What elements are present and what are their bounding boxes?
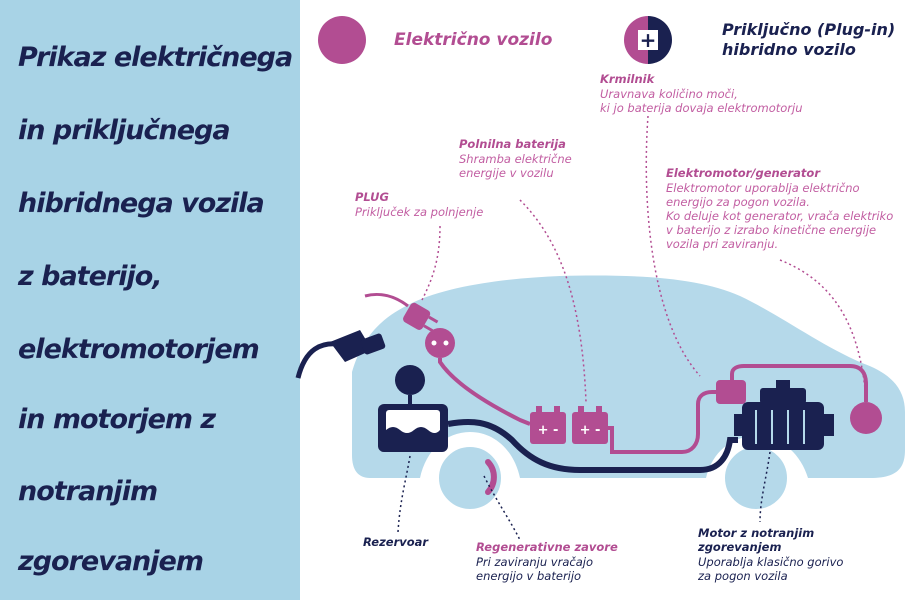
motor-desc-line-2: za pogon vozila <box>698 569 788 583</box>
elektromotor-desc-line-1: Elektromotor uporablja električno <box>666 181 860 195</box>
plus-symbol: + <box>640 28 657 52</box>
front-wheel <box>715 437 797 519</box>
leader-plug <box>421 225 441 301</box>
controller-icon <box>716 380 746 404</box>
elektromotor-desc-line-2: energijo za pogon vozila. <box>666 195 810 209</box>
sidebar-title-line-6: in motorjem z <box>18 404 216 435</box>
zavore-desc-line-2: energijo v baterijo <box>476 569 582 583</box>
zavore-title: Regenerativne zavore <box>476 540 618 554</box>
sidebar-title-line-1: Prikaz električnega <box>18 42 293 73</box>
charge-line <box>438 358 531 426</box>
sidebar-title-line-7: notranjim <box>18 476 158 507</box>
electric-motor-icon <box>850 402 882 434</box>
sidebar-title-line-2: in priključnega <box>18 115 231 146</box>
leader-krmilnik <box>645 115 701 377</box>
krmilnik-desc-line-2: ki jo baterija dovaja elektromotorju <box>600 101 803 115</box>
krmilnik-desc-line-1: Uravnava količino moči, <box>600 87 738 101</box>
battery-pack-icon: + - + - <box>530 406 608 444</box>
elektromotor-desc-line-3: Ko deluje kot generator, vrača elektriko <box>666 209 894 223</box>
regenerative-brake-icon <box>485 459 497 495</box>
leader-rezervoar <box>397 455 411 533</box>
fuel-tank-icon <box>378 404 448 452</box>
battery-1-symbols: + - <box>538 423 559 438</box>
elektromotor-title: Elektromotor/generator <box>666 166 820 180</box>
leader-baterija <box>519 199 587 403</box>
plug-icon <box>403 302 439 333</box>
elektromotor-desc-line-4: v baterijo z izrabo kinetične energije <box>666 223 877 237</box>
elektromotor-desc-line-5: vozila pri zaviranju. <box>666 237 779 251</box>
plug-desc-line-1: Priključek za polnjenje <box>355 205 484 219</box>
plugin-hybrid-legend-icon: + <box>624 16 672 64</box>
sidebar-title-line-3: hibridnega vozila <box>18 188 265 219</box>
baterija-desc-line-1: Shramba električne <box>459 152 572 166</box>
plug-cable <box>364 292 409 308</box>
electric-vehicle-legend-label: Električno vozilo <box>394 30 553 50</box>
power-line <box>608 390 718 454</box>
motor-power-line <box>730 364 868 402</box>
sidebar-panel: Prikaz električnega in priključnega hibr… <box>0 0 300 600</box>
plugin-hybrid-label-line-1: Priključno (Plug-in) <box>722 20 896 39</box>
motor-title-line-2: zgorevanjem <box>698 540 782 554</box>
plug-title: PLUG <box>355 190 389 204</box>
sidebar-title-line-8: zgorevanjem <box>18 546 204 577</box>
krmilnik-title: Krmilnik <box>600 72 655 86</box>
fuel-cap-icon <box>395 365 425 395</box>
baterija-desc-line-2: energije v vozilu <box>459 166 554 180</box>
electric-vehicle-legend-icon <box>318 16 366 64</box>
battery-2-symbols: + - <box>580 423 601 438</box>
sidebar-title-line-5: elektromotorjem <box>18 334 260 365</box>
plugin-hybrid-label-line-2: hibridno vozilo <box>722 40 856 59</box>
zavore-desc-line-1: Pri zaviranju vračajo <box>476 555 593 569</box>
combustion-engine-icon <box>734 380 834 450</box>
plugin-hybrid-legend-label: Priključno (Plug-in) hibridno vozilo <box>722 20 895 60</box>
rezervoar-title: Rezervoar <box>363 535 429 549</box>
charging-socket-icon <box>425 328 455 358</box>
fuel-nozzle-icon <box>295 330 386 379</box>
motor-desc-line-1: Uporablja klasično gorivo <box>698 555 844 569</box>
motor-title-line-1: Motor z notranjim <box>698 526 815 540</box>
fuel-line <box>447 418 738 473</box>
sidebar-title-line-4: z baterijo, <box>18 261 163 292</box>
baterija-title: Polnilna baterija <box>459 137 566 151</box>
